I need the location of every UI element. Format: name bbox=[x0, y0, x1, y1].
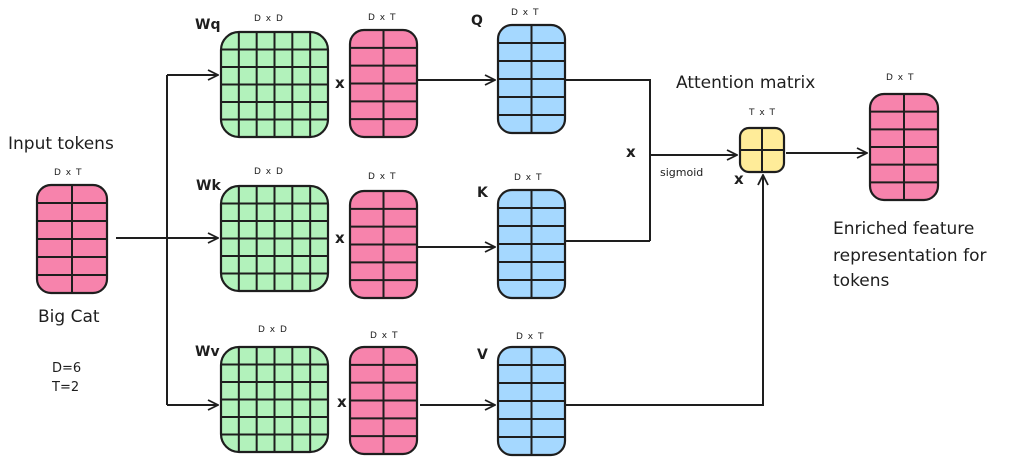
wk-label: Wk bbox=[196, 178, 221, 194]
q-multiply-op: x bbox=[335, 74, 345, 92]
wv-label: Wv bbox=[195, 344, 220, 360]
wq-label: Wq bbox=[195, 17, 221, 33]
output-caption-line-3: tokens bbox=[833, 271, 890, 291]
d-param-label: D=6 bbox=[52, 361, 82, 376]
v-to-attention-arrow bbox=[566, 175, 763, 406]
q-output-matrix bbox=[496, 23, 567, 135]
output-matrix bbox=[868, 92, 940, 202]
connectors bbox=[116, 75, 867, 405]
k-output-matrix bbox=[496, 188, 567, 300]
v-dims: D x T bbox=[516, 332, 545, 342]
attention-multiply-op: x bbox=[734, 170, 744, 188]
k-label: K bbox=[477, 185, 488, 201]
wv-weight-matrix bbox=[219, 345, 330, 454]
k-input-matrix bbox=[348, 189, 419, 300]
qk-multiply-op: x bbox=[626, 143, 636, 161]
k-multiply-op: x bbox=[335, 229, 345, 247]
input-token-matrix bbox=[35, 183, 109, 295]
t-param-label: T=2 bbox=[52, 380, 80, 395]
q-to-merge-line bbox=[566, 79, 651, 241]
attention-dims: T x T bbox=[749, 108, 777, 118]
wk-dims: D x D bbox=[254, 167, 284, 177]
wq-dims: D x D bbox=[254, 14, 284, 24]
attention-title: Attention matrix bbox=[676, 73, 816, 93]
input-dims-label: D x T bbox=[54, 168, 83, 178]
q-label: Q bbox=[471, 13, 483, 29]
input-tokens-title: Input tokens bbox=[8, 134, 114, 154]
matrices bbox=[35, 23, 940, 457]
output-caption-line-1: Enriched feature bbox=[833, 219, 975, 239]
v-input-matrix bbox=[348, 345, 419, 456]
wq-weight-matrix bbox=[219, 30, 330, 139]
k-dims: D x T bbox=[514, 173, 543, 183]
output-caption-line-2: representation for bbox=[833, 246, 987, 266]
wv-dims: D x D bbox=[258, 325, 288, 335]
output-dims: D x T bbox=[886, 73, 915, 83]
v-label: V bbox=[477, 347, 488, 363]
v-multiply-op: x bbox=[337, 393, 347, 411]
v-input-dims: D x T bbox=[370, 331, 399, 341]
q-dims: D x T bbox=[511, 8, 540, 18]
k-input-dims: D x T bbox=[368, 172, 397, 182]
q-input-matrix bbox=[348, 28, 419, 139]
v-output-matrix bbox=[496, 345, 567, 457]
attention-matrix bbox=[738, 126, 786, 174]
input-caption: Big Cat bbox=[38, 307, 100, 327]
q-input-dims: D x T bbox=[368, 13, 397, 23]
sigmoid-label: sigmoid bbox=[660, 166, 704, 179]
wk-weight-matrix bbox=[219, 184, 330, 293]
